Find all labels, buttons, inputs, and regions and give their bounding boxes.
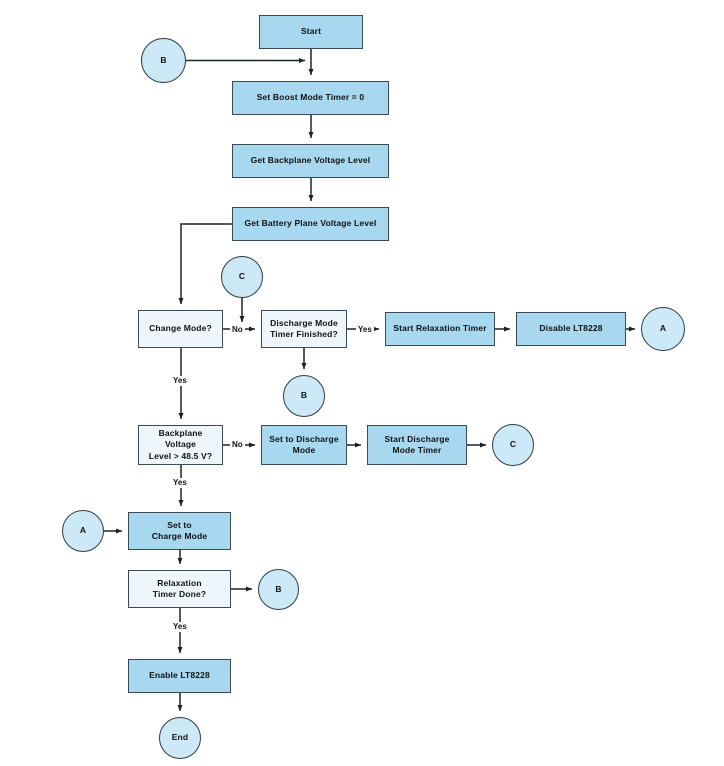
connector-a-right[interactable]: A (641, 307, 685, 351)
connector-c-top-label: C (238, 271, 246, 282)
connector-b-top-label: B (160, 54, 167, 65)
node-start-relaxation-timer-label: Start Relaxation Timer (393, 323, 487, 334)
edge-label-yes-backplane-threshold: Yes (171, 478, 189, 488)
node-end[interactable]: End (159, 717, 201, 759)
edge-label-no-change-mode: No (230, 325, 245, 335)
node-backplane-voltage-threshold-decision-label: Backplane Voltage Level > 48.5 V? (148, 428, 213, 461)
node-discharge-mode-timer-finished-decision[interactable]: Discharge Mode Timer Finished? (261, 310, 347, 348)
node-start-label: Start (300, 26, 322, 37)
node-backplane-voltage-threshold-decision[interactable]: Backplane Voltage Level > 48.5 V? (138, 425, 223, 465)
node-change-mode-decision[interactable]: Change Mode? (138, 310, 223, 348)
node-get-backplane-voltage-level-label: Get Backplane Voltage Level (250, 155, 371, 166)
node-relaxation-timer-done-decision[interactable]: Relaxation Timer Done? (128, 570, 231, 608)
node-disable-lt8228[interactable]: Disable LT8228 (516, 312, 626, 346)
edge-label-no-backplane-threshold: No (230, 440, 245, 450)
connector-a-right-label: A (659, 323, 667, 334)
edge-getbattery-to-changemode (178, 223, 232, 305)
node-enable-lt8228[interactable]: Enable LT8228 (128, 659, 231, 693)
connector-c-top[interactable]: C (221, 256, 263, 298)
node-get-backplane-voltage-level[interactable]: Get Backplane Voltage Level (232, 144, 389, 178)
node-discharge-mode-timer-finished-decision-label: Discharge Mode Timer Finished? (270, 317, 338, 339)
edge-label-yes-discharge-done: Yes (356, 325, 374, 335)
connector-c-middle-label: C (509, 439, 517, 450)
node-start-discharge-mode-timer-label: Start Discharge Mode Timer (384, 433, 450, 455)
node-get-battery-plane-voltage-level[interactable]: Get Battery Plane Voltage Level (232, 207, 389, 241)
connector-b-bottom-label: B (275, 583, 282, 594)
node-set-to-discharge-mode-label: Set to Discharge Mode (269, 433, 339, 455)
edge-label-yes-change-mode: Yes (171, 376, 189, 386)
connector-a-left-label: A (79, 525, 87, 536)
node-get-battery-plane-voltage-level-label: Get Battery Plane Voltage Level (244, 218, 377, 229)
connector-b-bottom[interactable]: B (258, 569, 299, 610)
node-disable-lt8228-label: Disable LT8228 (539, 323, 603, 334)
node-set-to-discharge-mode[interactable]: Set to Discharge Mode (261, 425, 347, 465)
connector-b-top[interactable]: B (141, 38, 186, 83)
connector-b-middle-label: B (300, 390, 308, 401)
node-change-mode-decision-label: Change Mode? (149, 323, 212, 334)
node-set-boost-mode-timer-label: Set Boost Mode Timer = 0 (256, 92, 365, 103)
node-set-to-charge-mode[interactable]: Set to Charge Mode (128, 512, 231, 550)
edge-label-yes-relaxation-done: Yes (171, 622, 189, 632)
connector-c-middle[interactable]: C (492, 424, 534, 466)
node-start-relaxation-timer[interactable]: Start Relaxation Timer (385, 312, 495, 346)
node-end-label: End (171, 732, 189, 743)
connector-b-middle[interactable]: B (283, 375, 325, 417)
node-start-discharge-mode-timer[interactable]: Start Discharge Mode Timer (367, 425, 467, 465)
connector-a-left[interactable]: A (62, 510, 104, 552)
node-relaxation-timer-done-decision-label: Relaxation Timer Done? (152, 577, 207, 599)
node-set-to-charge-mode-label: Set to Charge Mode (151, 519, 208, 541)
node-enable-lt8228-label: Enable LT8228 (149, 670, 210, 681)
node-start[interactable]: Start (259, 15, 363, 49)
node-set-boost-mode-timer[interactable]: Set Boost Mode Timer = 0 (232, 81, 389, 115)
